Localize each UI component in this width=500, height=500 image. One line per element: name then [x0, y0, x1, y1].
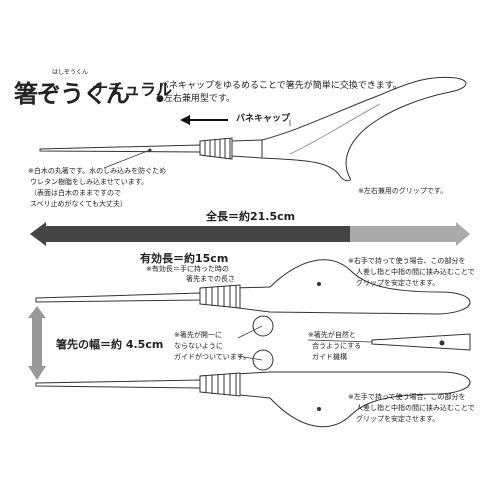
tip-note-2: ウレタン樹脂をしみ込ませています。: [30, 178, 149, 186]
right-hand-note-2: 人差し指と中指の間に挟み込むことで: [356, 268, 475, 276]
effective-length-label: 有効長＝約15cm: [140, 252, 229, 265]
lower-top-chopstick: [35, 259, 471, 315]
tip-width-label: 箸先の幅＝約 4.5cm: [56, 338, 164, 351]
tip-note-1: ※白木の丸箸です。水のしみ込みを防ぐため: [28, 167, 167, 175]
left-hand-note-2: 人差し指と中指の間に挟み込むことで: [356, 404, 475, 412]
guide-mechanism: [252, 315, 471, 371]
logo-ruby: はしぞうくん: [52, 69, 89, 76]
guide-note-2: ならないように: [174, 342, 223, 350]
guide-mech-note-2: 合うようにする: [312, 342, 362, 350]
effective-note-2: 箸先までの長さ: [186, 275, 235, 283]
effective-note-1: ※有効長＝手に持った時の: [146, 265, 229, 273]
lower-bottom-chopstick: [35, 371, 471, 428]
tip-width-arrow: [28, 306, 46, 380]
total-length-label: 全長＝約21.5cm: [206, 210, 296, 223]
guide-note-1: ※箸先が開一に: [174, 331, 222, 339]
spring-cap-label: バネキャップ: [236, 114, 291, 124]
tip-note-4: スベリ止めがなくても大丈夫）: [30, 200, 127, 208]
top-note-2: ●左右兼用型です。: [156, 94, 235, 104]
top-note-1: バネキャップをゆるめることで箸先が簡単に交換できます。: [160, 81, 402, 91]
grip-note: ※左右兼用のグリップです。: [358, 187, 448, 195]
right-hand-note-1: ※右手で持って使う場合、この部分を: [348, 257, 466, 265]
lower-top-spring: [199, 284, 241, 309]
right-hand-note-3: グリップを安定させます。: [356, 279, 440, 287]
left-hand-note-1: ※左手で持って使う場合、この部分を: [348, 393, 466, 401]
lower-bottom-spring: [199, 372, 241, 397]
spring-cap-arrow: [180, 115, 228, 125]
tip-note-3: （表面は白木のままですので: [30, 189, 121, 197]
guide-note-3: ガイドがついています。: [174, 353, 251, 361]
logo-subtitle: ナチュラル: [92, 80, 173, 99]
guide-mech-note-1: ※箸先が自然と: [308, 331, 356, 339]
logo-main: 箸ぞうくん: [14, 79, 130, 108]
left-hand-note-3: グリップを安定させます。: [356, 415, 440, 423]
guide-mech-note-3: ガイド機構: [312, 353, 347, 361]
top-spring: [199, 137, 233, 160]
total-length-arrow: [30, 222, 470, 246]
